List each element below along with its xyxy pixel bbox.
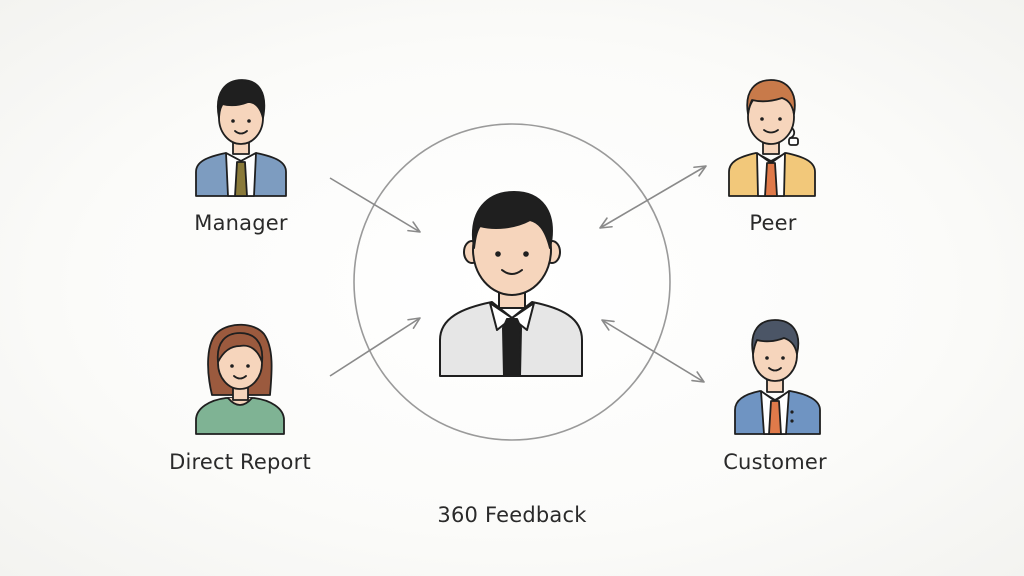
customer-label: Customer [723, 450, 827, 474]
customer-arrow [601, 319, 705, 383]
diagram-caption: 360 Feedback [437, 503, 587, 527]
direct-report-label: Direct Report [169, 450, 311, 474]
customer-avatar [734, 319, 821, 435]
direct-report-avatar [195, 323, 285, 435]
manager-arrow [329, 177, 421, 233]
peer-avatar [728, 79, 816, 197]
direct-report-arrow [329, 317, 421, 377]
center-person-avatar [439, 191, 583, 377]
manager-label: Manager [194, 211, 288, 235]
peer-arrow [599, 165, 707, 229]
peer-label: Peer [749, 211, 797, 235]
manager-avatar [195, 79, 287, 197]
center-circle [353, 123, 671, 441]
